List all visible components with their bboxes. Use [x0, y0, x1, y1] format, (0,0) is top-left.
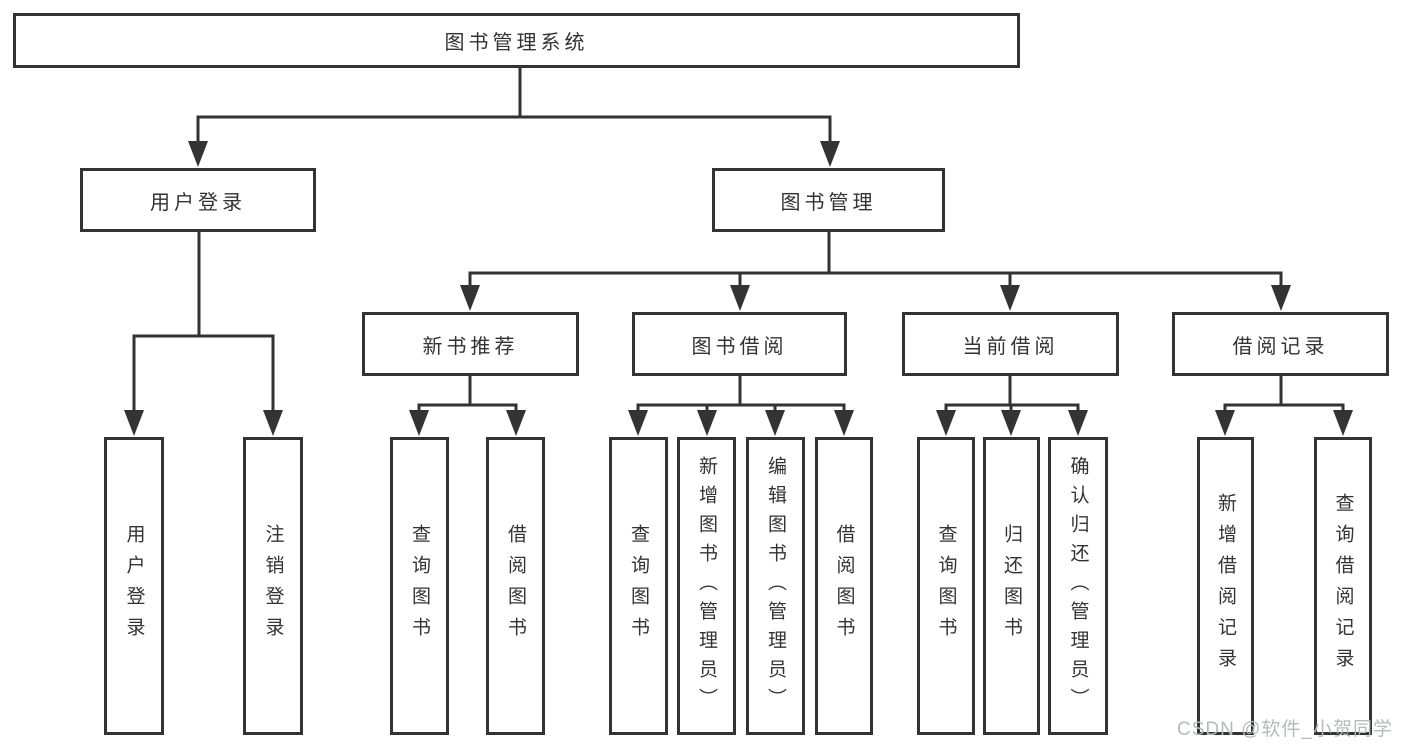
node-user-login: 用户登录: [80, 168, 316, 232]
leaf-user-login-label: 用户登录: [123, 524, 145, 648]
node-library-system: 图书管理系统: [13, 13, 1020, 68]
leaf-query-borrow-record: 查询借阅记录: [1314, 437, 1372, 735]
leaf-logout-label: 注销登录: [262, 524, 284, 648]
leaf-borrow-books-label: 借阅图书: [833, 524, 855, 648]
node-new-book-recommend: 新书推荐: [362, 312, 579, 376]
leaf-user-login: 用户登录: [104, 437, 164, 735]
node-current-borrowing: 当前借阅: [902, 312, 1119, 376]
leaf-query-books-borrowing: 查询图书: [609, 437, 668, 735]
leaf-add-books-admin: 新增图书（管理员）: [677, 437, 736, 735]
leaf-return-books-label: 归还图书: [1001, 524, 1022, 648]
node-book-management: 图书管理: [712, 168, 945, 232]
leaf-query-books-current: 查询图书: [917, 437, 975, 735]
leaf-edit-books-admin-label: 编辑图书（管理员）: [765, 455, 786, 717]
leaf-query-borrow-record-label: 查询借阅记录: [1332, 493, 1354, 679]
leaf-logout: 注销登录: [243, 437, 303, 735]
leaf-confirm-return-admin: 确认归还（管理员）: [1048, 437, 1108, 735]
leaf-query-books-borrowing-label: 查询图书: [628, 524, 649, 648]
leaf-query-books-recommend-label: 查询图书: [409, 524, 430, 648]
leaf-add-borrow-record-label: 新增借阅记录: [1215, 493, 1236, 679]
leaf-borrow-books: 借阅图书: [815, 437, 873, 735]
leaf-add-books-admin-label: 新增图书（管理员）: [696, 455, 717, 717]
leaf-query-books-current-label: 查询图书: [935, 524, 957, 648]
leaf-borrow-books-recommend-label: 借阅图书: [505, 524, 526, 648]
leaf-return-books: 归还图书: [983, 437, 1040, 735]
leaf-borrow-books-recommend: 借阅图书: [486, 437, 545, 735]
node-book-borrowing: 图书借阅: [632, 312, 847, 376]
leaf-confirm-return-admin-label: 确认归还（管理员）: [1067, 455, 1089, 717]
leaf-edit-books-admin: 编辑图书（管理员）: [746, 437, 805, 735]
node-borrowing-records: 借阅记录: [1172, 312, 1389, 376]
leaf-query-books-recommend: 查询图书: [390, 437, 449, 735]
leaf-add-borrow-record: 新增借阅记录: [1197, 437, 1254, 735]
